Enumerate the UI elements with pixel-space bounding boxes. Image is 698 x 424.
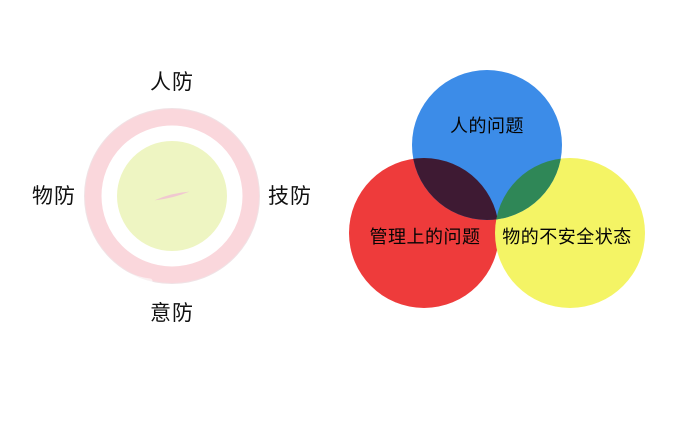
overlap-management-human xyxy=(412,158,499,220)
ring-label-physical-defense: 物防 xyxy=(32,184,76,208)
venn-label-management-problem: 管理上的问题 xyxy=(369,227,481,248)
overlap-human-unsafe-condition xyxy=(495,158,562,220)
center-sliver-marker xyxy=(154,191,190,201)
outer-pink-ring xyxy=(84,108,260,284)
venn-circles-graphic xyxy=(349,70,645,308)
ring-gap-notch xyxy=(117,268,153,284)
ring-label-technical-defense: 技防 xyxy=(268,184,312,208)
concentric-rings-graphic xyxy=(84,108,260,284)
venn-label-unsafe-condition: 物的不安全状态 xyxy=(502,227,632,248)
accident-cause-venn-figure: 人的问题 管理上的问题 物的不安全状态 xyxy=(340,0,698,424)
four-defenses-figure: 人防 物防 技防 意防 xyxy=(0,0,340,424)
outer-ring-edge xyxy=(84,108,260,284)
ring-label-people-defense: 人防 xyxy=(150,70,194,94)
ring-label-awareness-defense: 意防 xyxy=(150,301,194,325)
venn-label-human-problem: 人的问题 xyxy=(450,116,524,137)
